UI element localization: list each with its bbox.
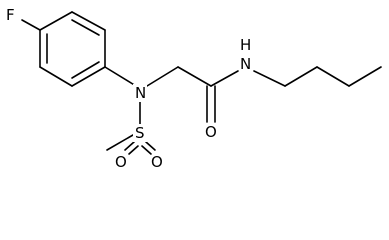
fluorine-atom: F xyxy=(6,6,15,24)
sulfur-atom: S xyxy=(135,124,145,142)
bond-ring-2-inner xyxy=(71,19,100,36)
amide-nitrogen-atom: N xyxy=(240,55,251,73)
sulfonamide-nitrogen-atom: N xyxy=(135,84,146,102)
bond-ch2-co xyxy=(177,66,212,87)
sulfonyl-oxygen-left: O xyxy=(115,153,127,171)
amide-hydrogen-atom: H xyxy=(240,36,251,54)
fluorine-label-bg xyxy=(4,6,18,24)
bond-ring-4-inner xyxy=(71,61,100,79)
bond-s-methyl xyxy=(106,134,134,151)
bond-ring-n xyxy=(104,66,137,87)
bond-ring-1 xyxy=(39,11,73,31)
sulfur-label-bg xyxy=(133,124,147,142)
bond-c2-c3 xyxy=(316,66,350,87)
sulfonyl-oxygen-right: O xyxy=(151,153,163,171)
bond-ring-f xyxy=(21,19,41,31)
bond-s-o-right-b xyxy=(141,145,152,155)
bond-n-ch2 xyxy=(146,66,179,87)
sulfonamide-nitrogen-bg xyxy=(133,84,147,102)
bond-co-nh xyxy=(210,70,239,87)
bond-ring-4 xyxy=(71,66,106,87)
bond-s-o-left-b xyxy=(128,145,139,155)
carbonyl-oxygen-atom: O xyxy=(205,123,217,141)
bond-s-o-left-a xyxy=(124,141,135,151)
bond-c1-c2 xyxy=(284,66,318,87)
amide-nitrogen-bg xyxy=(239,55,253,73)
structure-canvas: F N S O O O N H xyxy=(4,6,382,171)
bond-c3-c4 xyxy=(348,66,382,87)
molecule-structure: F N S O O O N H xyxy=(4,6,382,171)
bond-ring-5 xyxy=(39,66,73,87)
bond-nh-c1 xyxy=(253,70,286,87)
bond-ring-2 xyxy=(71,11,106,31)
bond-s-o-right-a xyxy=(145,141,156,151)
